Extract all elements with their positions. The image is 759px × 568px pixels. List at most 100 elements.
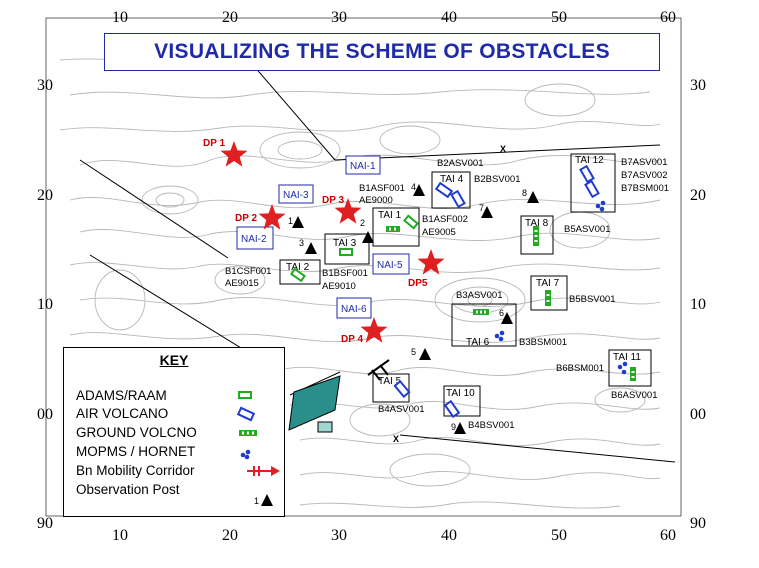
air-volcano-icon — [434, 181, 454, 199]
obstacle-label: B4BSV001 — [468, 420, 514, 431]
grid-label: 90 — [37, 515, 53, 532]
tai-label[interactable]: TAI 4 — [440, 174, 464, 185]
dp-label[interactable]: DP5 — [408, 278, 428, 289]
obstacle-label: B1BSF001 — [322, 268, 368, 279]
grid-label: 90 — [690, 515, 706, 532]
observation-post-triangle-icon: 1 — [254, 494, 273, 506]
obstacle-label: B5ASV001 — [564, 224, 610, 235]
op-number: 8 — [522, 188, 527, 198]
ground-volcano-icon — [545, 290, 551, 306]
key-item-label: Observation Post — [76, 482, 180, 497]
grid-label: 60 — [660, 527, 676, 544]
grid-label: 20 — [37, 187, 53, 204]
obstacle-label: AE9005 — [422, 227, 456, 238]
key-item-adams-raam: ADAMS/RAAM — [76, 388, 167, 403]
obstacle-label: B3ASV001 — [456, 290, 502, 301]
ground-volcano-icon — [630, 367, 636, 381]
dp-label[interactable]: DP 2 — [235, 213, 257, 224]
tai-boxes — [279, 153, 652, 417]
grid-label: 00 — [690, 406, 706, 423]
obstacle-label: B2BSV001 — [474, 174, 520, 185]
obstacle-label: B6ASV001 — [611, 390, 657, 401]
tai-label[interactable]: TAI 8 — [525, 218, 549, 229]
grid-label: 50 — [551, 527, 567, 544]
terrain-contours — [59, 56, 661, 509]
op-number: 1 — [254, 496, 259, 506]
grid-label: 50 — [551, 9, 567, 26]
obstacle-label: AE9010 — [322, 281, 356, 292]
dp-label[interactable]: DP 4 — [341, 334, 363, 345]
mopms-hornet-icon — [595, 200, 606, 212]
tai-label[interactable]: TAI 6 — [466, 337, 490, 348]
op-number: 9 — [451, 422, 456, 432]
mopms-hornet-icon — [494, 330, 505, 342]
obstacle-label: B3BSM001 — [519, 337, 567, 348]
dp-star-icon — [334, 198, 362, 224]
tai-label[interactable]: TAI 12 — [575, 155, 604, 166]
grid-label: 40 — [441, 527, 457, 544]
obstacle-label: B1ASF001 — [359, 183, 405, 194]
ground-volcano-icon — [239, 430, 257, 436]
nai-label[interactable]: NAI-3 — [283, 190, 309, 201]
air-volcano-icon — [584, 179, 600, 199]
tai-label[interactable]: TAI 10 — [446, 388, 475, 399]
ground-volcano-icon — [386, 226, 400, 232]
map-key: KEY ADAMS/RAAM AIR VOLCANO GROUND VOLCNO… — [63, 347, 285, 517]
tai-label[interactable]: TAI 11 — [613, 352, 641, 363]
tai-label[interactable]: TAI 1 — [378, 210, 402, 221]
nai-boxes: NAI-1 NAI-2 NAI-3 NAI-5 NAI-6 — [236, 155, 410, 319]
key-item-label: Bn Mobility Corridor — [76, 463, 195, 478]
op-number: 2 — [360, 218, 365, 228]
map-title-box: VISUALIZING THE SCHEME OF OBSTACLES — [104, 33, 660, 71]
tai-label[interactable]: TAI 2 — [286, 262, 310, 273]
bottom-grid-labels: 10 20 30 40 50 60 — [112, 527, 676, 544]
obstacle-belt-area — [288, 375, 341, 433]
grid-label: 00 — [37, 406, 53, 423]
obstacle-label: B6BSM001 — [556, 363, 604, 374]
adams-raam-icon — [289, 267, 307, 283]
air-volcano-icon — [579, 164, 595, 184]
tai-labels: TAI 1 TAI 2 TAI 3 TAI 4 TAI 5 TAI 6 TAI … — [286, 155, 641, 399]
obstacle-label: B5BSV001 — [569, 294, 615, 305]
air-volcano-icon — [393, 379, 411, 399]
obstacle-labels: B2ASV001 B2BSV001 B1ASF001 AE9000 B1ASF0… — [225, 157, 669, 431]
nai-label[interactable]: NAI-6 — [341, 304, 367, 315]
nai-label[interactable]: NAI-5 — [377, 260, 403, 271]
grid-label: 10 — [112, 9, 128, 26]
grid-label: 40 — [441, 9, 457, 26]
dp-label[interactable]: DP 1 — [203, 138, 225, 149]
op-number: 5 — [411, 347, 416, 357]
page-title: VISUALIZING THE SCHEME OF OBSTACLES — [154, 40, 610, 63]
grid-label: 60 — [660, 9, 676, 26]
grid-label: 30 — [690, 77, 706, 94]
op-number: 7 — [479, 203, 484, 213]
crossing-mark: X — [500, 144, 506, 154]
tai-label[interactable]: TAI 5 — [378, 376, 402, 387]
dp-star-icon — [417, 249, 445, 275]
op-number: 6 — [499, 308, 504, 318]
map-frame — [45, 17, 682, 517]
adams-raam-icon — [238, 391, 252, 399]
tai-label[interactable]: TAI 3 — [333, 238, 357, 249]
air-volcano-icon — [450, 189, 466, 209]
dp-star-icon — [258, 204, 286, 230]
obstacle-label: B1CSF001 — [225, 266, 271, 277]
obstacle-label: B2ASV001 — [437, 158, 483, 169]
ground-volcano-icon — [533, 226, 539, 246]
dp-label[interactable]: DP 3 — [322, 195, 344, 206]
nai-label[interactable]: NAI-2 — [241, 234, 267, 245]
top-grid-labels: 10 20 30 40 50 60 — [112, 9, 676, 26]
nai-label[interactable]: NAI-1 — [350, 161, 376, 172]
key-item-label: GROUND VOLCNO — [76, 425, 197, 440]
grid-label: 10 — [690, 296, 706, 313]
key-title: KEY — [159, 352, 189, 368]
crossing-symbol — [367, 359, 390, 381]
key-item-label: MOPMS / HORNET — [76, 444, 196, 459]
left-grid-labels: 30 20 10 00 90 — [37, 77, 53, 532]
tai-label[interactable]: TAI 7 — [536, 278, 560, 289]
adams-raam-icon — [339, 248, 353, 256]
key-item-label: AIR VOLCANO — [76, 406, 169, 421]
key-item-label: ADAMS/RAAM — [76, 388, 167, 403]
grid-label: 20 — [690, 187, 706, 204]
grid-label: 30 — [37, 77, 53, 94]
